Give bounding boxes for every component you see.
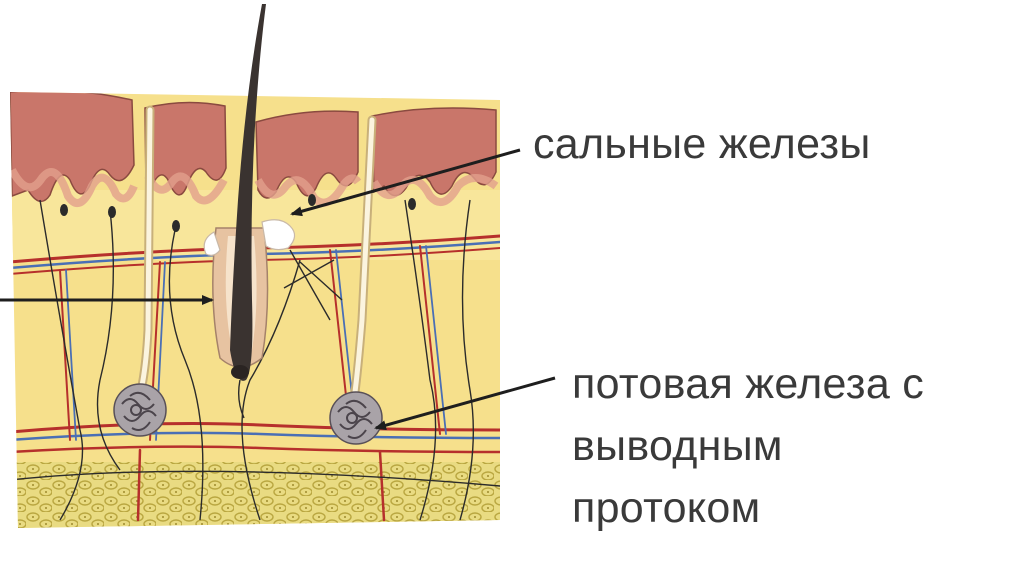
sweat-gland-label-line3: протоком (572, 477, 924, 539)
sweat-gland-label: потовая железа с выводным протоком (572, 353, 924, 539)
sweat-gland-right (330, 392, 382, 444)
sweat-gland-label-line1: потовая железа с (572, 353, 924, 415)
skin-block (0, 80, 520, 542)
sweat-gland-label-line2: выводным (572, 415, 924, 477)
sweat-gland-left (114, 384, 166, 436)
sebaceous-glands-label: сальные железы (533, 113, 871, 175)
